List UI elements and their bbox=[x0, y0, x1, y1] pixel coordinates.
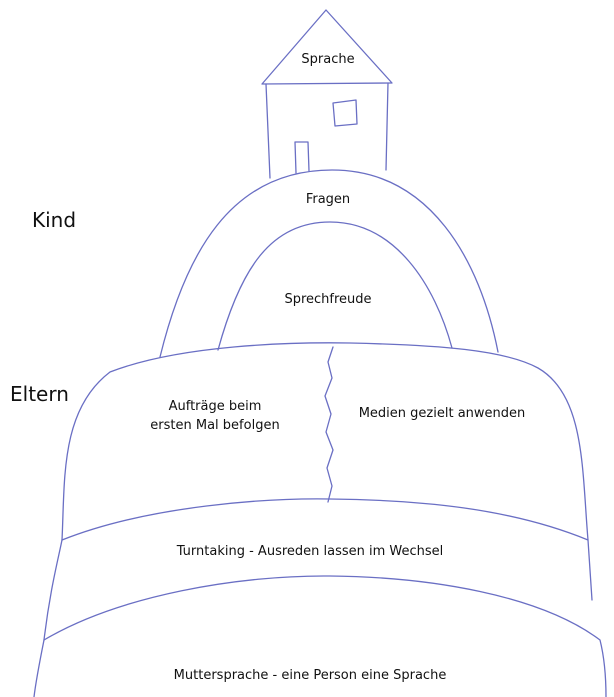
label-eltern: Eltern bbox=[10, 382, 69, 406]
hill-left-label-line1: Aufträge beim bbox=[168, 399, 262, 414]
house-walls bbox=[265, 82, 389, 179]
middle-band-label: Turntaking - Ausreden lassen im Wechsel bbox=[176, 544, 444, 559]
hill-right-label: Medien gezielt anwenden bbox=[358, 406, 526, 421]
inner-arch-label: Sprechfreude bbox=[284, 292, 372, 307]
outer-arch bbox=[159, 169, 499, 358]
bottom-band-left-edge bbox=[33, 639, 45, 697]
inner-arch bbox=[217, 221, 453, 351]
house-door bbox=[294, 141, 310, 174]
roof-label: Sprache bbox=[301, 52, 355, 67]
middle-band-left-edge bbox=[43, 539, 63, 641]
hill-left-label: Aufträge beim ersten Mal befolgen bbox=[120, 397, 310, 435]
hill-divider bbox=[324, 346, 334, 503]
roof-outline bbox=[261, 9, 393, 85]
bottom-band-label: Muttersprache - eine Person eine Sprache bbox=[173, 668, 447, 683]
hill-left-label-line2: ersten Mal befolgen bbox=[150, 418, 280, 433]
outer-arch-label: Fragen bbox=[305, 192, 351, 207]
house-window bbox=[332, 99, 358, 127]
label-kind: Kind bbox=[32, 208, 77, 232]
bottom-band bbox=[43, 575, 607, 697]
large-hill bbox=[61, 342, 589, 541]
middle-band bbox=[61, 498, 593, 601]
